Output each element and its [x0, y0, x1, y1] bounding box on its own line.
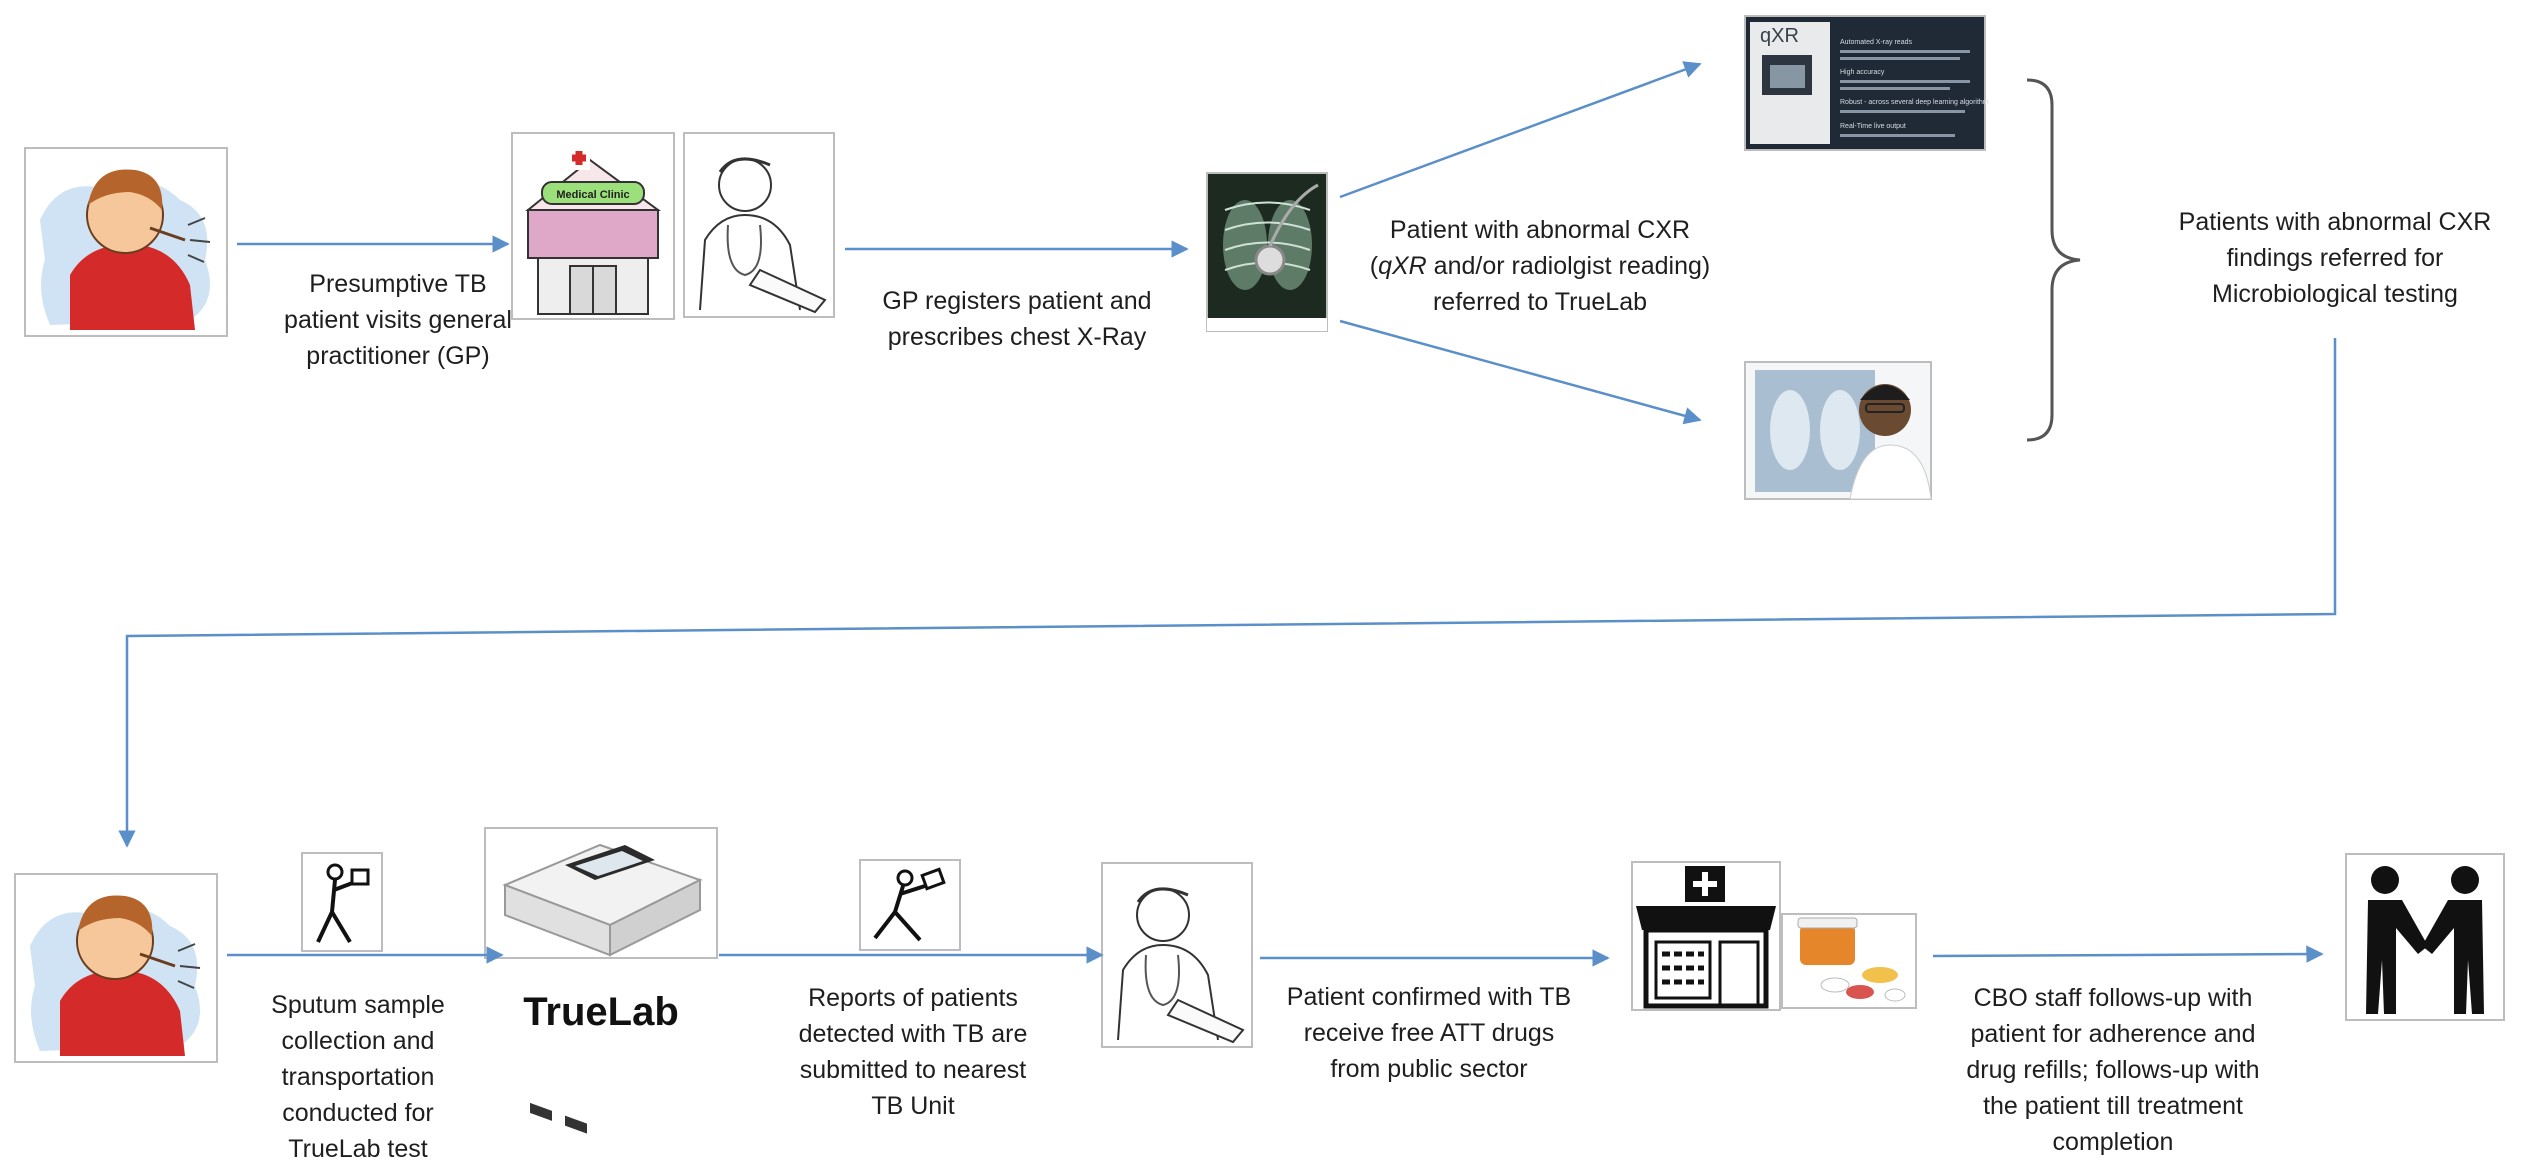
label-line: Presumptive TB: [309, 270, 487, 298]
label-line-qxr: (qXR and/or radiolgist reading): [1355, 248, 1725, 284]
qxr-line-2: High accuracy: [1840, 69, 1885, 76]
coughing-patient-image-2: [14, 873, 218, 1063]
label-rest: and/or radiolgist reading): [1426, 252, 1711, 280]
step-label-referred-micro: Patients with abnormal CXR findings refe…: [2150, 204, 2520, 312]
label-line: Microbiological testing: [2212, 280, 2458, 308]
label-line: TB Unit: [871, 1092, 955, 1120]
step-label-reports-submitted: Reports of patients detected with TB are…: [763, 980, 1063, 1124]
label-line: practitioner (GP): [306, 342, 490, 370]
grouping-bracket: [2026, 78, 2081, 442]
label-line: transportation: [281, 1063, 435, 1091]
step-label-sputum-collection: Sputum sample collection and transportat…: [228, 987, 488, 1167]
att-drugs-image: [1781, 913, 1917, 1009]
label-line: Patients with abnormal CXR: [2178, 208, 2492, 236]
label-line: submitted to nearest: [799, 1056, 1027, 1084]
label-line: detected with TB are: [798, 1020, 1028, 1048]
label-line: Patient confirmed with TB: [1286, 983, 1572, 1011]
label-line: findings referred for: [2226, 244, 2444, 272]
clinic-sign-text: Medical Clinic: [556, 189, 629, 201]
flow-arrows: [118, 61, 2337, 967]
label-line: prescribes chest X-Ray: [887, 323, 1147, 351]
label-qxr-emphasis: qXR: [1378, 252, 1427, 280]
label-line: TrueLab test: [288, 1135, 428, 1163]
step-label-gp-registers: GP registers patient and prescribes ches…: [852, 283, 1182, 355]
qxr-line-4: Real-Time live output: [1840, 123, 1906, 130]
arrow-xray-to-radiologist: [1339, 319, 1702, 425]
pharmacy-store-icon: [1631, 861, 1781, 1011]
label-line: conducted for: [282, 1099, 434, 1127]
step-label-presumptive-patient: Presumptive TB patient visits general pr…: [248, 266, 548, 374]
doctor-sketch-image-2: [1101, 862, 1253, 1048]
qxr-title-text: qXR: [1760, 25, 1799, 47]
label-line: Reports of patients: [808, 984, 1018, 1012]
sample-courier-icon: [301, 852, 383, 952]
truelab-device-image: [484, 827, 718, 1134]
label-paren: (: [1369, 252, 1379, 280]
label-line: Sputum sample: [271, 991, 445, 1019]
arrow-pharmacy-to-cbo: [1932, 945, 2324, 963]
doctor-sketch-image: [683, 132, 835, 318]
radiologist-image: [1744, 361, 1932, 500]
label-line: CBO staff follows-up with: [1973, 984, 2253, 1012]
label-line: completion: [2052, 1128, 2174, 1156]
step-label-cbo-followup: CBO staff follows-up with patient for ad…: [1928, 980, 2298, 1160]
step-label-att-drugs: Patient confirmed with TB receive free A…: [1254, 979, 1604, 1087]
label-line: drug refills; follows-up with: [1966, 1056, 2260, 1084]
step-label-abnormal-cxr: Patient with abnormal CXR (qXR and/or ra…: [1355, 212, 1725, 320]
chest-xray-image: [1206, 172, 1328, 332]
label-line: Patient with abnormal CXR: [1389, 216, 1691, 244]
qxr-line-1: Automated X-ray reads: [1840, 39, 1912, 46]
label-line: GP registers patient and: [882, 287, 1152, 315]
label-line: collection and: [281, 1027, 435, 1055]
arrow-xray-to-qxr: [1339, 61, 1702, 199]
truelab-label: TrueLab: [523, 990, 679, 1034]
label-line: patient for adherence and: [1970, 1020, 2256, 1048]
medical-clinic-image: Medical Clinic: [511, 132, 675, 320]
handshake-icon: [2345, 853, 2505, 1021]
qxr-software-image: qXR Automated X-ray reads High accuracy …: [1744, 15, 1989, 151]
report-carrier-icon: [859, 859, 961, 951]
connector-row1-to-row2: [118, 338, 2337, 848]
label-line: patient visits general: [284, 306, 512, 334]
label-line: receive free ATT drugs: [1303, 1019, 1555, 1047]
qxr-line-3: Robust - across several deep learning al…: [1840, 99, 1989, 106]
label-line: from public sector: [1330, 1055, 1528, 1083]
label-line: the patient till treatment: [1983, 1092, 2243, 1120]
coughing-patient-image: [24, 147, 228, 337]
label-line: referred to TrueLab: [1432, 288, 1647, 316]
